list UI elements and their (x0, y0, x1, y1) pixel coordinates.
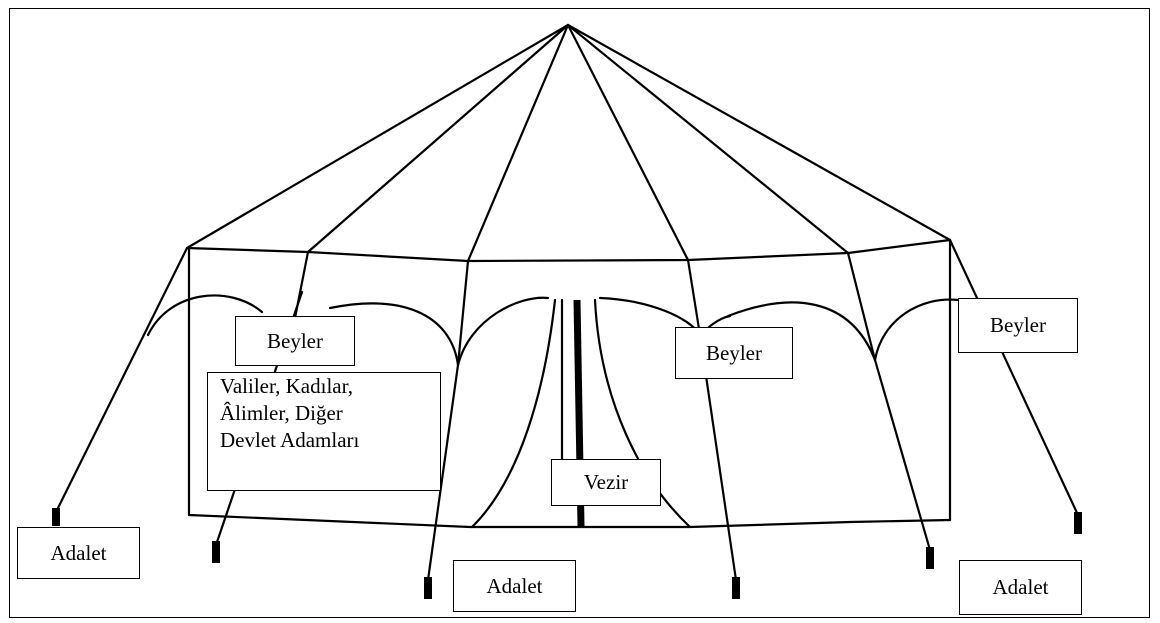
roof-ridge (185, 23, 570, 250)
tent-stake (52, 508, 60, 526)
roof-ridge (566, 23, 952, 242)
guy-rope (426, 363, 460, 582)
label-text: Beyler (706, 340, 762, 365)
guy-rope (948, 238, 1080, 517)
wall-scallop (146, 294, 264, 337)
guy-rope (54, 246, 189, 514)
label-text: Beyler (267, 328, 323, 353)
label-text-line: Âlimler, Diğer (220, 400, 343, 425)
door-curtain (470, 298, 557, 529)
label-beyler-left: Beyler (235, 316, 355, 366)
label-text: Beyler (990, 313, 1046, 338)
tent-eave (185, 238, 952, 263)
label-adalet-left: Adalet (17, 527, 140, 579)
door-curtain (593, 298, 692, 529)
label-beyler-center: Beyler (675, 327, 793, 379)
label-officials: Valiler, Kadılar, Âlimler, Diğer Devlet … (207, 372, 441, 491)
tent-pole (846, 251, 877, 362)
tent-stake (424, 577, 432, 599)
label-text: Adalet (50, 540, 107, 565)
diagram-frame (9, 8, 1150, 618)
roof-ridge (466, 23, 570, 263)
label-text-line: Devlet Adamları (220, 427, 360, 452)
tent-pole (686, 258, 702, 337)
roof-ridge (306, 23, 570, 254)
label-text: Vezir (583, 470, 629, 495)
wall-scallop (328, 296, 550, 367)
tent-bottom (187, 513, 952, 529)
label-text-line: Valiler, Kadılar, (220, 374, 354, 398)
tent-stake (1074, 512, 1082, 534)
label-adalet-center: Adalet (453, 560, 576, 612)
tent-stake (926, 547, 934, 569)
tent-stake (212, 541, 220, 563)
tent-pole (456, 259, 470, 367)
roof-ridge (566, 23, 690, 262)
label-vezir: Vezir (551, 459, 661, 506)
roof-ridge (566, 23, 850, 255)
label-text: Adalet (992, 575, 1049, 600)
label-beyler-right: Beyler (958, 298, 1078, 353)
tent-stake (732, 577, 740, 599)
guy-rope (873, 358, 932, 552)
label-text: Adalet (486, 573, 543, 598)
label-adalet-right: Adalet (959, 560, 1082, 615)
